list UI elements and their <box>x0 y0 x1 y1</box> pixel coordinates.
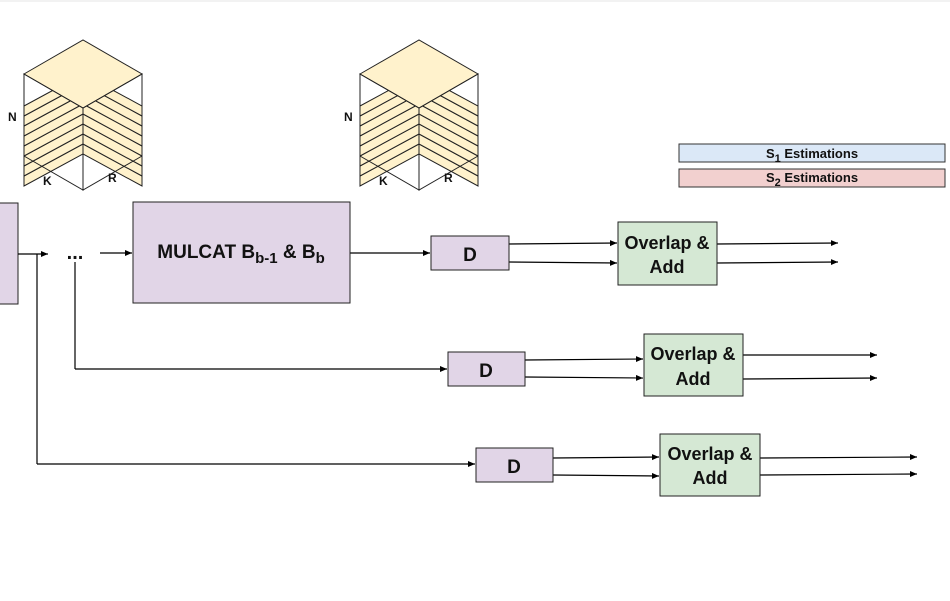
overlap-add-1-line1: Overlap & <box>624 233 709 253</box>
tensor-cube-1: N K R <box>8 39 144 191</box>
d-block-1-label: D <box>463 245 477 266</box>
overlap-add-2-line2: Add <box>676 369 711 389</box>
legend-s2-swatch <box>678 168 946 188</box>
overlap-add-2-line1: Overlap & <box>650 344 735 364</box>
legend-s1-label: S1 Estimations <box>766 146 858 165</box>
ellipsis: ... <box>67 242 84 264</box>
legend-s1-swatch <box>678 143 946 163</box>
legend: S1 Estimations S2 Estimations <box>678 143 946 189</box>
overlap-add-block-2: Overlap & Add <box>643 333 744 397</box>
cube-2-r-label: R <box>444 171 453 185</box>
mulcat-block: MULCAT Bb-1 & Bb <box>132 201 351 304</box>
cube-1-k-label: K <box>43 174 52 188</box>
overlap-add-1-line2: Add <box>650 257 685 277</box>
overlap-add-3-line2: Add <box>693 468 728 488</box>
overlap-add-3-line1: Overlap & <box>667 444 752 464</box>
d-block-2-label: D <box>479 361 493 382</box>
cube-2-n-label: N <box>344 110 353 124</box>
d-block-2: D <box>447 351 526 387</box>
overlap-add-block-3: Overlap & Add <box>659 433 761 497</box>
connector-lines <box>18 240 918 479</box>
mulcat-label: MULCAT Bb-1 & Bb <box>157 242 324 267</box>
cube-1-n-label: N <box>8 110 17 124</box>
previous-block <box>0 202 19 305</box>
d-block-3: D <box>475 447 554 483</box>
overlap-add-block-1: Overlap & Add <box>617 221 718 286</box>
d-block-1: D <box>430 235 510 271</box>
legend-s2-label: S2 Estimations <box>766 170 858 189</box>
d-block-3-label: D <box>507 457 521 478</box>
tensor-cube-2: N K R <box>344 39 480 191</box>
cube-2-k-label: K <box>379 174 388 188</box>
cube-1-r-label: R <box>108 171 117 185</box>
